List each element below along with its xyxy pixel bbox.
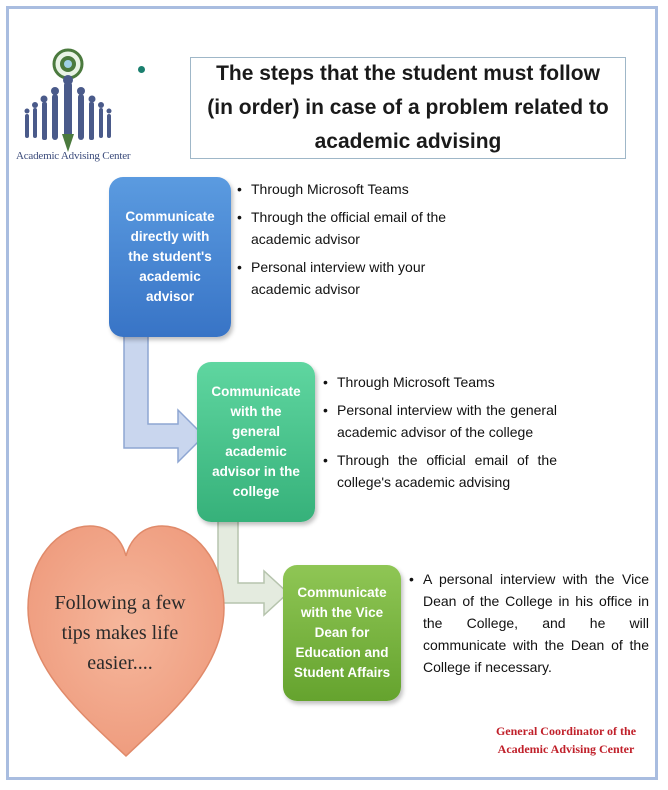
list-item: A personal interview with the Vice Dean … bbox=[409, 568, 649, 678]
list-item: Through Microsoft Teams bbox=[237, 178, 487, 200]
list-item: Personal interview with your academic ad… bbox=[237, 256, 487, 300]
page-title: The steps that the student must follow (… bbox=[207, 62, 609, 153]
bent-arrow-2 bbox=[217, 515, 290, 617]
coordinator-signature: General Coordinator of the Academic Advi… bbox=[495, 724, 637, 756]
step-3-bullets: A personal interview with the Vice Dean … bbox=[409, 568, 649, 684]
step-1-box: Communicate directly with the student's … bbox=[109, 177, 231, 337]
step-2-box: Communicate with the general academic ad… bbox=[197, 362, 315, 522]
title-box: The steps that the student must follow (… bbox=[190, 57, 626, 159]
list-item: Through the official email of the academ… bbox=[237, 206, 487, 250]
tip-text: Following a few tips makes life easier..… bbox=[54, 592, 186, 674]
list-item: Through Microsoft Teams bbox=[323, 371, 557, 393]
decorative-dot bbox=[138, 66, 145, 73]
step-1-bullets: Through Microsoft Teams Through the offi… bbox=[237, 178, 487, 306]
logo-caption: Academic Advising Center bbox=[16, 150, 131, 162]
heart-shape bbox=[27, 525, 225, 758]
bent-arrow-1 bbox=[123, 330, 206, 464]
logo-emblem-icon bbox=[24, 48, 112, 152]
list-item: Personal interview with the general acad… bbox=[323, 399, 557, 443]
step-3-box: Communicate with the Vice Dean for Educa… bbox=[283, 565, 401, 701]
list-item: Through the official email of the colleg… bbox=[323, 449, 557, 493]
step-2-bullets: Through Microsoft Teams Personal intervi… bbox=[323, 371, 557, 499]
